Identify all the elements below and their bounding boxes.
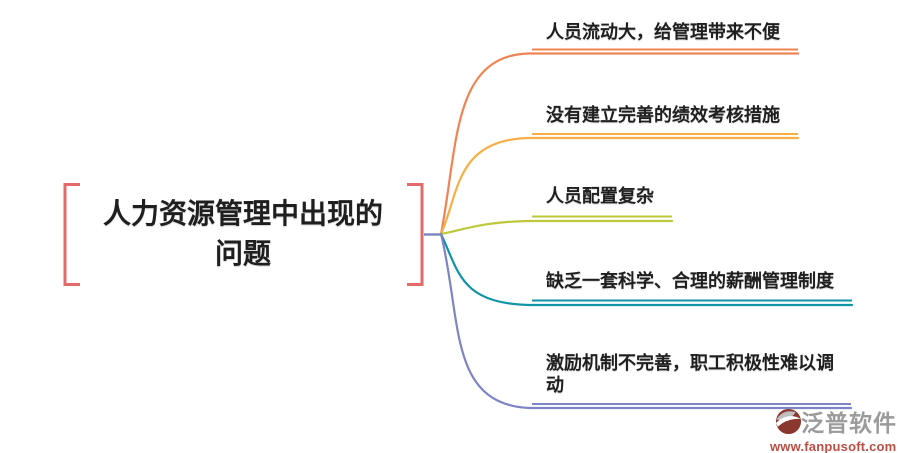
branch-node-1[interactable]: 人员流动大，给管理带来不便 [546, 22, 780, 42]
branch-node-2[interactable]: 没有建立完善的绩效考核措施 [546, 105, 780, 125]
branch-node-4[interactable]: 缺乏一套科学、合理的薪酬管理制度 [546, 271, 834, 291]
watermark-url-text[interactable]: www.fanpusoft.com [770, 439, 897, 453]
branch-curve-5 [439, 232, 853, 410]
fanpu-logo-icon [775, 408, 802, 434]
branch-curve-2 [439, 136, 800, 236]
branch-curve-1 [439, 52, 800, 236]
bracket-left [63, 183, 80, 286]
central-topic-node[interactable]: 人力资源管理中出现的问题 [102, 198, 383, 269]
branch-curve-3 [439, 219, 674, 236]
branch-curve-4 [439, 232, 854, 307]
branch-node-3[interactable]: 人员配置复杂 [546, 186, 654, 206]
branch-node-5[interactable]: 激励机制不完善，职工积极性难以调动 [546, 353, 834, 395]
bracket-right [407, 183, 424, 286]
watermark-brand-text: 泛普软件 [801, 410, 897, 436]
watermark: 泛普软件 www.fanpusoft.com [770, 404, 900, 453]
